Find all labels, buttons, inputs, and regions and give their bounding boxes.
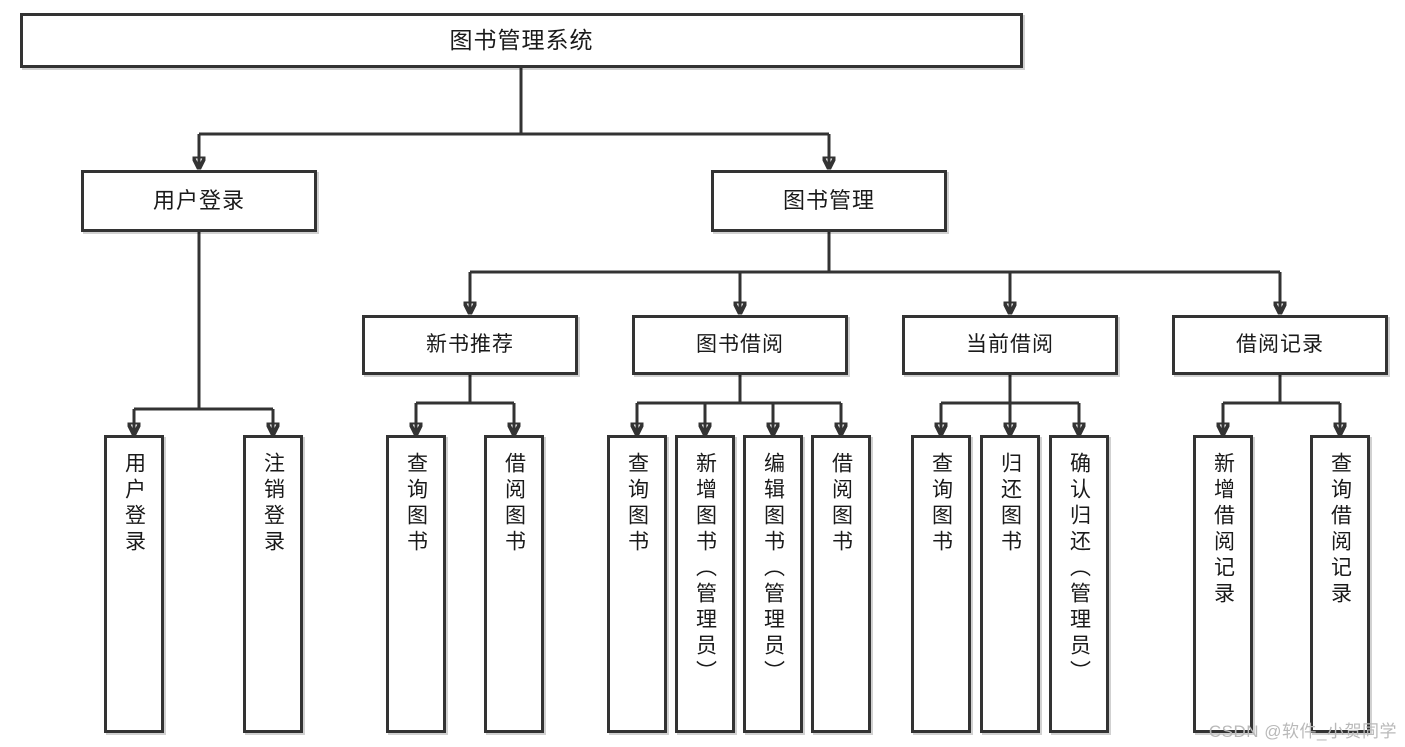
leaf-borrow-book-1[interactable]: 借阅图书 — [484, 435, 544, 733]
node-new-book-recommend[interactable]: 新书推荐 — [362, 315, 578, 375]
leaf-borrow-book-2-label: 借阅图书 — [829, 452, 853, 556]
leaf-user-login[interactable]: 用户登录 — [104, 435, 164, 733]
leaf-user-login-label: 用户登录 — [122, 452, 146, 556]
leaf-confirm-return-label: 确认归还（管理员） — [1067, 452, 1091, 686]
leaf-edit-book[interactable]: 编辑图书（管理员） — [743, 435, 803, 733]
leaf-add-record-label: 新增借阅记录 — [1211, 452, 1235, 608]
node-current-borrow[interactable]: 当前借阅 — [902, 315, 1118, 375]
node-root-label: 图书管理系统 — [449, 27, 594, 54]
leaf-query-book-1[interactable]: 查询图书 — [386, 435, 446, 733]
node-new-book-recommend-label: 新书推荐 — [426, 332, 514, 356]
node-user-login-label: 用户登录 — [152, 188, 245, 214]
leaf-query-book-2[interactable]: 查询图书 — [607, 435, 667, 733]
leaf-edit-book-label: 编辑图书（管理员） — [761, 452, 785, 686]
leaf-query-book-1-label: 查询图书 — [404, 452, 428, 556]
leaf-confirm-return[interactable]: 确认归还（管理员） — [1049, 435, 1109, 733]
leaf-add-book-label: 新增图书（管理员） — [693, 452, 717, 686]
node-book-borrow[interactable]: 图书借阅 — [632, 315, 848, 375]
node-user-login[interactable]: 用户登录 — [81, 170, 317, 232]
node-borrow-record[interactable]: 借阅记录 — [1172, 315, 1388, 375]
leaf-query-book-2-label: 查询图书 — [625, 452, 649, 556]
leaf-query-record-label: 查询借阅记录 — [1328, 452, 1352, 608]
leaf-query-record[interactable]: 查询借阅记录 — [1310, 435, 1370, 733]
leaf-add-record[interactable]: 新增借阅记录 — [1193, 435, 1253, 733]
leaf-return-book-label: 归还图书 — [998, 452, 1022, 556]
leaf-query-book-3-label: 查询图书 — [929, 452, 953, 556]
leaf-logout-label: 注销登录 — [261, 452, 285, 556]
leaf-query-book-3[interactable]: 查询图书 — [911, 435, 971, 733]
leaf-return-book[interactable]: 归还图书 — [980, 435, 1040, 733]
leaf-borrow-book-2[interactable]: 借阅图书 — [811, 435, 871, 733]
leaf-logout[interactable]: 注销登录 — [243, 435, 303, 733]
leaf-borrow-book-1-label: 借阅图书 — [502, 452, 526, 556]
node-root[interactable]: 图书管理系统 — [20, 13, 1023, 68]
node-book-manage-label: 图书管理 — [782, 188, 875, 214]
node-book-borrow-label: 图书借阅 — [696, 332, 784, 356]
leaf-add-book[interactable]: 新增图书（管理员） — [675, 435, 735, 733]
node-current-borrow-label: 当前借阅 — [966, 332, 1054, 356]
node-borrow-record-label: 借阅记录 — [1236, 332, 1324, 356]
node-book-manage[interactable]: 图书管理 — [711, 170, 947, 232]
watermark: CSDN @软件_小贺同学 — [1208, 722, 1397, 741]
